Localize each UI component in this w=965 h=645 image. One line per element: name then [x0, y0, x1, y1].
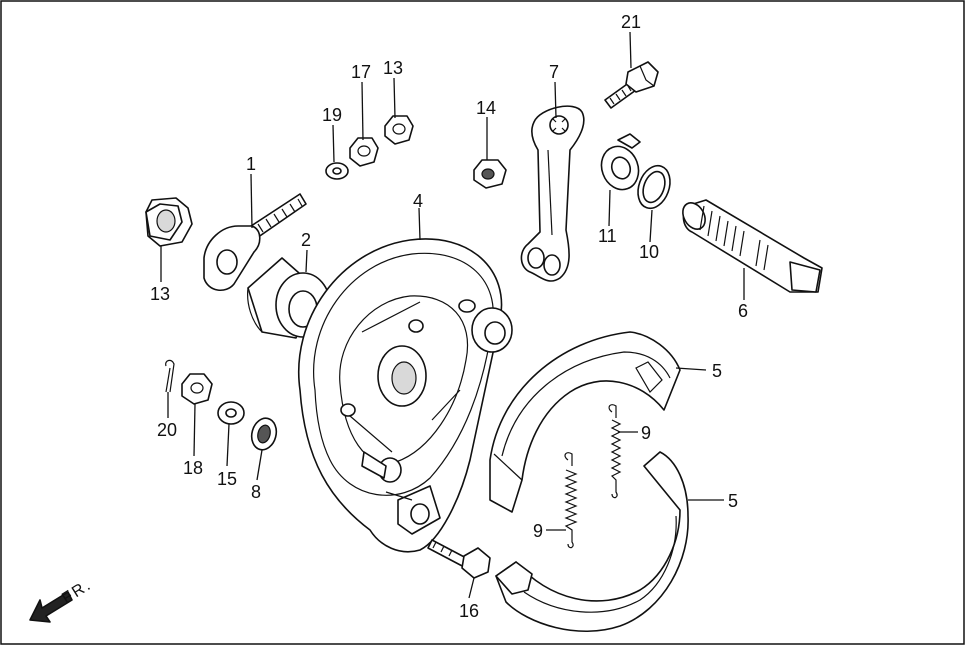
callout-7: 7: [549, 62, 559, 82]
callout-20: 20: [157, 420, 177, 440]
callout-14: 14: [476, 98, 496, 118]
callout-6: 6: [738, 301, 748, 321]
part-5-brake-shoe-lower: [495, 451, 689, 633]
part-16-bolt: [427, 539, 491, 579]
part-21-bolt: [604, 61, 659, 109]
callout-11: 11: [598, 226, 617, 246]
callout-2: 2: [301, 230, 311, 250]
callout-21: 21: [621, 12, 641, 32]
part-1-anchor-bolt: [203, 193, 307, 291]
part-20-cotter-pin: [165, 359, 175, 393]
front-direction-arrow: FR.: [29, 576, 95, 623]
callout-5-upper: 5: [712, 361, 722, 381]
part-7-brake-arm: [520, 105, 585, 282]
callout-8: 8: [251, 482, 261, 502]
part-17-nut: [349, 137, 379, 167]
callout-9-upper: 9: [641, 423, 651, 443]
part-13-flange-nut: [145, 197, 193, 247]
part-6-brake-cam: [682, 199, 823, 293]
leader-lines: [160, 31, 745, 599]
callout-15: 15: [217, 469, 237, 489]
callout-13-left: 13: [150, 284, 170, 304]
callout-13-top: 13: [383, 58, 403, 78]
front-label: FR.: [59, 576, 95, 607]
callout-19: 19: [322, 105, 342, 125]
part-11-indicator-plate: [600, 133, 641, 191]
callout-1: 1: [246, 154, 256, 174]
callout-17: 17: [351, 62, 371, 82]
part-19-washer: [325, 162, 349, 180]
callout-9-lower: 9: [533, 521, 543, 541]
part-9-spring-b: [564, 452, 578, 549]
callout-16: 16: [459, 601, 479, 621]
part-15-washer: [217, 401, 245, 425]
part-18-nut: [181, 373, 213, 405]
part-5-brake-shoe-upper: [489, 331, 681, 513]
callout-10: 10: [639, 242, 659, 262]
callout-4: 4: [413, 191, 423, 211]
part-4-brake-panel: [298, 238, 513, 553]
part-10-o-ring: [637, 164, 671, 210]
callout-5-lower: 5: [728, 491, 738, 511]
part-13-nut-top: [384, 115, 414, 145]
part-9-spring-a: [608, 404, 622, 499]
callouts: 21 7 14 19 17 13 1 2 4 13 11 10 6 5 9 5 …: [150, 12, 748, 621]
part-14-nut: [473, 159, 507, 189]
part-8-seal: [250, 417, 278, 451]
callout-18: 18: [183, 458, 203, 478]
